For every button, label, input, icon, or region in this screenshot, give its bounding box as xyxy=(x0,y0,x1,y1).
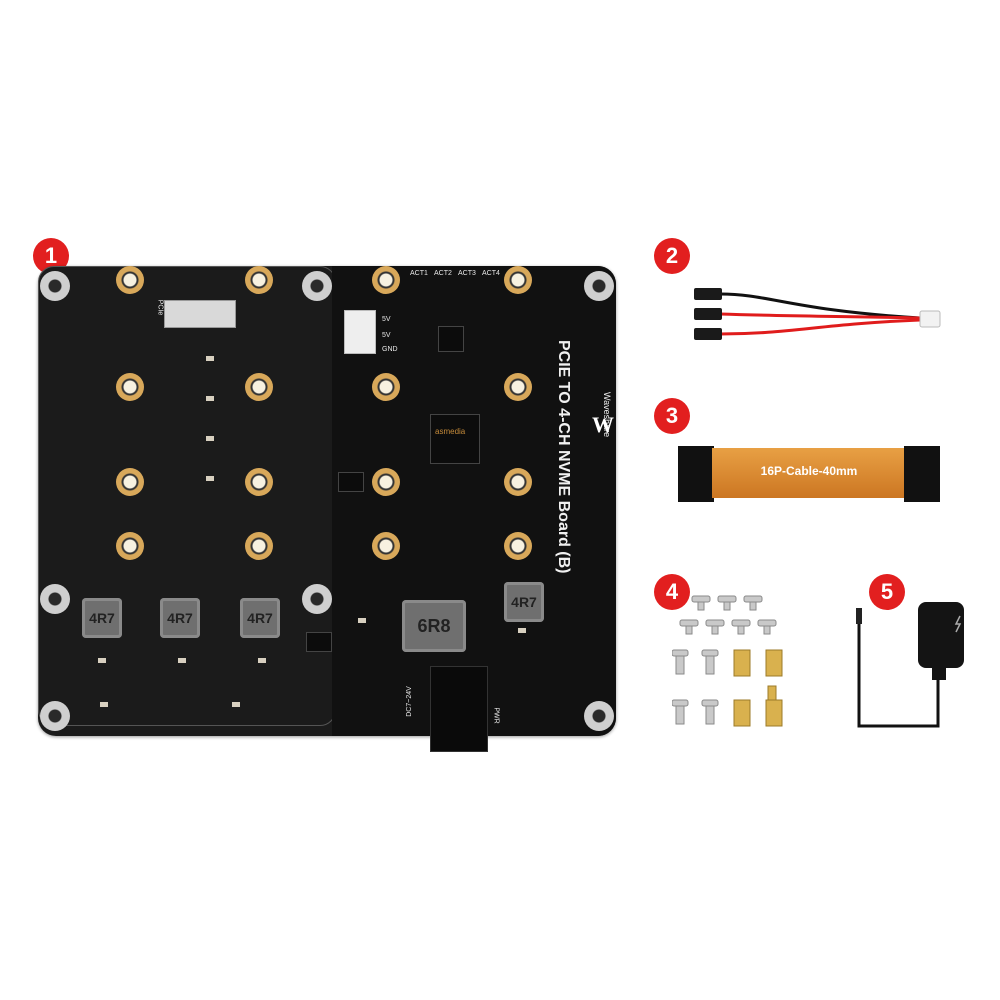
smd-part xyxy=(232,702,240,707)
silk-pwr: PWR xyxy=(492,707,500,724)
silk-act-1: ACT1 xyxy=(410,270,428,277)
silk-5v-1: 5V xyxy=(382,316,391,323)
inductor-6r8: 6R8 xyxy=(402,600,466,652)
m2-pad xyxy=(116,532,144,560)
m2-pad xyxy=(504,532,532,560)
ribbon-end xyxy=(904,446,940,502)
inductor-4r7: 4R7 xyxy=(160,598,200,638)
dc-jack xyxy=(430,666,488,752)
smd-part xyxy=(258,658,266,663)
silk-pcie: PCIe xyxy=(156,299,164,316)
m2-pad xyxy=(245,373,273,401)
badge-2: 2 xyxy=(654,238,690,274)
m2-pad xyxy=(245,468,273,496)
badge-3: 3 xyxy=(654,398,690,434)
badge-4: 4 xyxy=(654,574,690,610)
board-left-panel xyxy=(38,266,336,726)
smd-part xyxy=(206,436,214,441)
m2-pad xyxy=(504,266,532,294)
silk-asmedia: asmedia xyxy=(435,427,466,436)
screws-and-standoffs xyxy=(672,595,783,727)
silk-act-4: ACT4 xyxy=(482,270,500,277)
ic xyxy=(306,632,332,652)
inductor-4r7: 4R7 xyxy=(504,582,544,622)
power-adapter xyxy=(856,602,964,728)
badge-5: 5 xyxy=(869,574,905,610)
mounting-hole xyxy=(40,271,70,301)
m2-pad xyxy=(504,373,532,401)
ribbon-body: 16P-Cable-40mm xyxy=(712,448,906,498)
asmedia-controller: asmedia xyxy=(430,414,480,464)
inductor-4r7: 4R7 xyxy=(240,598,280,638)
smd-part xyxy=(206,476,214,481)
smd-part xyxy=(518,628,526,633)
ribbon-label: 16P-Cable-40mm xyxy=(760,464,858,478)
pcie-nvme-board: PCIe 5V 5V GND ACT1 ACT2 ACT3 ACT4 asmed… xyxy=(38,266,616,752)
board-title: PCIE TO 4-CH NVME Board (B) xyxy=(555,340,572,574)
m2-pad xyxy=(372,373,400,401)
power-wire-harness xyxy=(694,288,941,340)
silk-act-2: ACT2 xyxy=(434,270,452,277)
board-right-panel xyxy=(332,266,616,736)
fpc-connector xyxy=(164,300,236,328)
silk-5v-2: 5V xyxy=(382,332,391,339)
m2-pad xyxy=(116,373,144,401)
smd-part xyxy=(206,396,214,401)
mounting-hole xyxy=(40,584,70,614)
silk-act-3: ACT3 xyxy=(458,270,476,277)
silk-gnd: GND xyxy=(382,346,398,353)
mounting-hole xyxy=(584,701,614,731)
m2-pad xyxy=(372,468,400,496)
power-header xyxy=(344,310,376,354)
mounting-hole xyxy=(40,701,70,731)
m2-pad xyxy=(372,266,400,294)
m2-pad xyxy=(372,532,400,560)
ribbon-end xyxy=(678,446,714,502)
smd-part xyxy=(98,658,106,663)
m2-pad xyxy=(504,468,532,496)
ribbon-cable: 16P-Cable-40mm xyxy=(678,446,940,502)
m2-pad xyxy=(245,532,273,560)
smd-part xyxy=(178,658,186,663)
mounting-hole xyxy=(302,271,332,301)
smd-part xyxy=(100,702,108,707)
mounting-hole xyxy=(584,271,614,301)
smd-part xyxy=(206,356,214,361)
inductor-4r7: 4R7 xyxy=(82,598,122,638)
smd-part xyxy=(358,618,366,623)
m2-pad xyxy=(245,266,273,294)
m2-pad xyxy=(116,468,144,496)
waveshare-logo: W xyxy=(592,412,614,437)
silk-dc: DC7~24V xyxy=(405,686,413,717)
mounting-hole xyxy=(302,584,332,614)
small-chip xyxy=(438,326,464,352)
m2-pad xyxy=(116,266,144,294)
ic xyxy=(338,472,364,492)
